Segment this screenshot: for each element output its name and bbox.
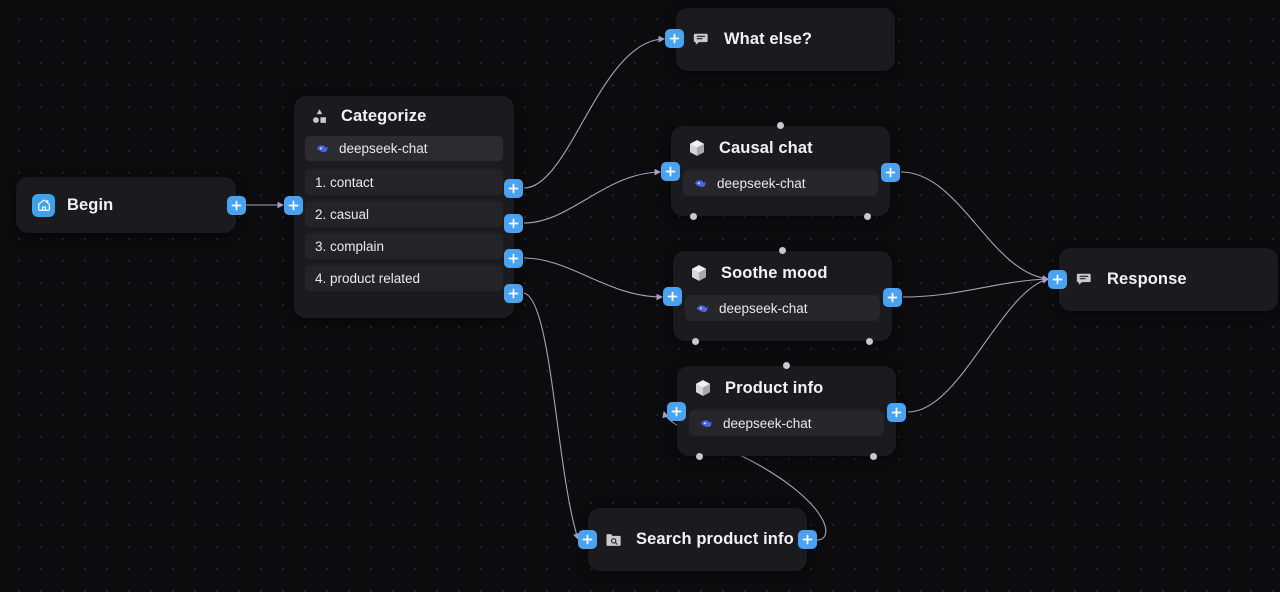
categorize-model-name: deepseek-chat bbox=[339, 141, 428, 156]
product-info-input-add-handle[interactable] bbox=[667, 402, 686, 421]
soothe-mood-model-name: deepseek-chat bbox=[719, 300, 808, 316]
product-info-model-row[interactable]: deepseek-chat bbox=[689, 410, 884, 436]
node-begin-header: Begin bbox=[16, 177, 236, 233]
categorize-output-add-handle-4[interactable] bbox=[504, 284, 523, 303]
causal-chat-output-add-handle[interactable] bbox=[881, 163, 900, 182]
categorize-category-label-1: 1. contact bbox=[315, 174, 374, 190]
causal-chat-bottom-left-handle[interactable] bbox=[690, 213, 697, 220]
search-product-info-output-add-handle[interactable] bbox=[798, 530, 817, 549]
causal-chat-model-name: deepseek-chat bbox=[717, 175, 806, 191]
node-what-else-title: What else? bbox=[724, 30, 813, 48]
causal-chat-model-row[interactable]: deepseek-chat bbox=[683, 170, 878, 196]
node-soothe-mood[interactable]: Soothe mood deepseek-chat bbox=[673, 251, 892, 341]
cube-icon bbox=[693, 378, 713, 398]
edge-productrelated-to-searchproduct bbox=[523, 292, 580, 541]
categorize-category-row-2[interactable]: 2. casual bbox=[305, 201, 503, 227]
edge-casual-to-causalchat bbox=[523, 168, 662, 224]
node-product-info[interactable]: Product info deepseek-chat bbox=[677, 366, 896, 456]
folder-search-icon bbox=[604, 530, 624, 550]
categorize-output-add-handle-2[interactable] bbox=[504, 214, 523, 233]
edge-complain-to-soothemood bbox=[523, 257, 664, 301]
deepseek-logo-icon bbox=[695, 301, 710, 316]
categorize-output-add-handle-3[interactable] bbox=[504, 249, 523, 268]
edge-contact-to-whatelse bbox=[523, 35, 666, 189]
node-categorize-title: Categorize bbox=[341, 106, 427, 125]
node-what-else[interactable]: What else? bbox=[676, 8, 895, 71]
node-search-product-info[interactable]: Search product info bbox=[588, 508, 807, 571]
causal-chat-input-add-handle[interactable] bbox=[661, 162, 680, 181]
edge-causalchat-to-response bbox=[900, 171, 1050, 282]
deepseek-logo-icon bbox=[693, 176, 708, 191]
node-search-product-info-header: Search product info bbox=[588, 508, 807, 571]
categorize-category-row-1[interactable]: 1. contact bbox=[305, 169, 503, 195]
causal-chat-top-handle[interactable] bbox=[777, 122, 784, 129]
node-response-header: Response bbox=[1059, 248, 1278, 311]
product-info-top-handle[interactable] bbox=[783, 362, 790, 369]
node-response-title: Response bbox=[1107, 270, 1187, 288]
search-product-info-input-add-handle[interactable] bbox=[578, 530, 597, 549]
edge-productinfo-to-response bbox=[907, 277, 1050, 413]
node-product-info-title: Product info bbox=[725, 378, 824, 397]
product-info-bottom-right-handle[interactable] bbox=[870, 453, 877, 460]
deepseek-logo-icon bbox=[315, 141, 330, 156]
node-begin-title: Begin bbox=[67, 195, 114, 214]
node-search-product-info-title: Search product info bbox=[636, 530, 794, 548]
soothe-mood-bottom-right-handle[interactable] bbox=[866, 338, 873, 345]
categorize-category-label-4: 4. product related bbox=[315, 270, 421, 286]
node-soothe-mood-header: Soothe mood bbox=[673, 251, 892, 295]
node-causal-chat-title: Causal chat bbox=[719, 138, 813, 157]
node-categorize[interactable]: Categorize deepseek-chat 1. contact 2. c… bbox=[294, 96, 514, 318]
categorize-output-add-handle-1[interactable] bbox=[504, 179, 523, 198]
node-begin[interactable]: Begin bbox=[16, 177, 236, 233]
product-info-model-name: deepseek-chat bbox=[723, 415, 812, 431]
message-icon bbox=[692, 30, 712, 50]
categorize-model-row[interactable]: deepseek-chat bbox=[305, 136, 503, 161]
product-info-output-add-handle[interactable] bbox=[887, 403, 906, 422]
shapes-icon bbox=[310, 107, 329, 126]
node-soothe-mood-title: Soothe mood bbox=[721, 263, 828, 282]
soothe-mood-model-row[interactable]: deepseek-chat bbox=[685, 295, 880, 321]
categorize-category-row-3[interactable]: 3. complain bbox=[305, 233, 503, 259]
response-input-add-handle[interactable] bbox=[1048, 270, 1067, 289]
categorize-category-label-2: 2. casual bbox=[315, 206, 370, 222]
categorize-input-add-handle[interactable] bbox=[284, 196, 303, 215]
what-else-input-add-handle[interactable] bbox=[665, 29, 684, 48]
node-what-else-header: What else? bbox=[676, 8, 895, 71]
edge-soothemood-to-response bbox=[902, 275, 1050, 298]
node-product-info-header: Product info bbox=[677, 366, 896, 410]
message-icon bbox=[1075, 270, 1095, 290]
home-plus-icon bbox=[32, 193, 55, 217]
soothe-mood-top-handle[interactable] bbox=[779, 247, 786, 254]
product-info-bottom-left-handle[interactable] bbox=[696, 453, 703, 460]
node-causal-chat-header: Causal chat bbox=[671, 126, 890, 170]
begin-output-add-handle[interactable] bbox=[227, 196, 246, 215]
categorize-category-row-4[interactable]: 4. product related bbox=[305, 265, 503, 291]
cube-icon bbox=[689, 263, 709, 283]
cube-icon bbox=[687, 138, 707, 158]
node-causal-chat[interactable]: Causal chat deepseek-chat bbox=[671, 126, 890, 216]
node-categorize-header: Categorize bbox=[294, 96, 514, 136]
categorize-category-label-3: 3. complain bbox=[315, 238, 385, 254]
soothe-mood-bottom-left-handle[interactable] bbox=[692, 338, 699, 345]
causal-chat-bottom-right-handle[interactable] bbox=[864, 213, 871, 220]
soothe-mood-input-add-handle[interactable] bbox=[663, 287, 682, 306]
soothe-mood-output-add-handle[interactable] bbox=[883, 288, 902, 307]
deepseek-logo-icon bbox=[699, 416, 714, 431]
node-response[interactable]: Response bbox=[1059, 248, 1278, 311]
